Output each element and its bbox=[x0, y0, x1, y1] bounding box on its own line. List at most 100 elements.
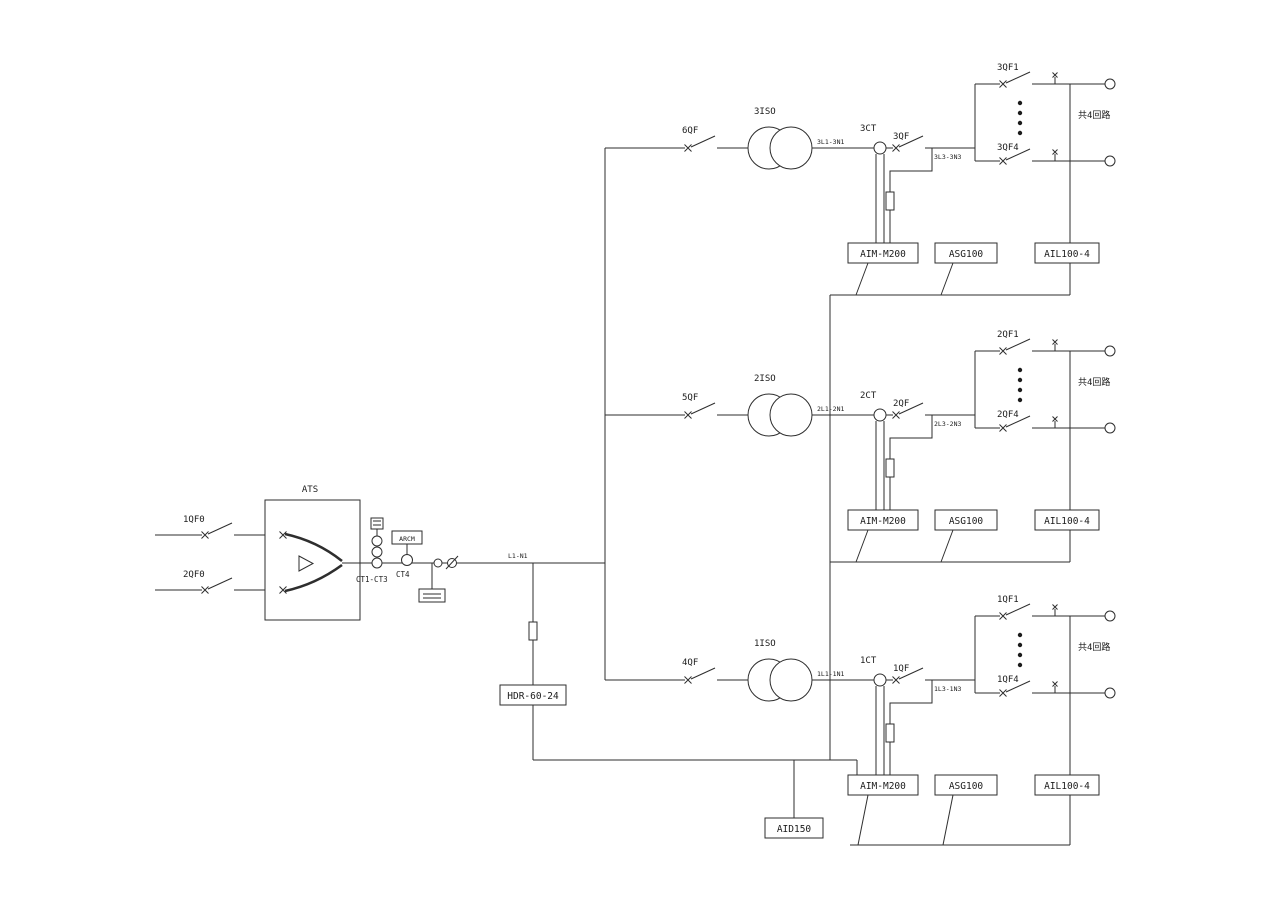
comm-wire bbox=[940, 262, 954, 296]
ellipsis-dot bbox=[1017, 632, 1023, 638]
outgoing-first-label: 3QF1 bbox=[997, 63, 1019, 73]
outgoing-breaker-icon bbox=[999, 338, 1031, 355]
outgoing-last-label: 2QF4 bbox=[997, 410, 1019, 420]
small-device-box bbox=[370, 517, 384, 530]
circuits-note: 共4回路 bbox=[1078, 109, 1110, 121]
ellipsis-dot bbox=[1017, 662, 1023, 668]
outgoing-last-label: 3QF4 bbox=[997, 143, 1019, 153]
monitor-boxes: AIM-M200 ASG100 AIL100-4 bbox=[847, 509, 1100, 531]
feeder-breaker-icon bbox=[684, 402, 716, 419]
line-out-label: 3L3-3N3 bbox=[934, 153, 961, 161]
comm-wire bbox=[942, 794, 954, 846]
current-transformer-icon bbox=[873, 141, 887, 155]
branch-2: 5QF 2ISO 2L1-2N1 2CT 2QF 2L3-2N3 2QF1 bbox=[605, 330, 1116, 563]
transformer-coil bbox=[769, 658, 813, 702]
psu-drop: HDR-60-24 bbox=[499, 563, 567, 760]
arcm-label: ARCM bbox=[399, 535, 415, 543]
ellipsis-dot bbox=[1017, 397, 1023, 403]
terminal-icon bbox=[1104, 78, 1116, 90]
feeder1-breaker-icon bbox=[201, 522, 233, 539]
outgoing-first-label: 1QF1 bbox=[997, 595, 1019, 605]
feeder-breaker-icon bbox=[684, 135, 716, 152]
comm-wire bbox=[855, 529, 869, 563]
circuit-sensor-icon bbox=[1052, 416, 1058, 429]
insulation-monitor-label: AIM-M200 bbox=[860, 516, 906, 527]
transformer-label: 3ISO bbox=[754, 107, 776, 117]
isolator-slash bbox=[445, 555, 459, 570]
ats-blade-lower bbox=[284, 563, 343, 593]
line-out-label: 2L3-2N3 bbox=[934, 420, 961, 428]
insulation-monitor-box bbox=[847, 509, 919, 531]
ats-contact-icon bbox=[279, 586, 287, 594]
fuse-icon bbox=[885, 723, 895, 743]
outgoing-panel: 2QF1 共4回路 2QF4 bbox=[974, 330, 1116, 510]
voltage-tap-wire bbox=[889, 148, 933, 243]
feeder-breaker-label: 4QF bbox=[682, 658, 698, 668]
branch-1: 4QF 1ISO 1L1-1N1 1CT 1QF 1L3-1N3 1QF1 bbox=[605, 595, 1116, 846]
ats-blade-upper bbox=[284, 532, 343, 563]
branch-breaker-label: 3QF bbox=[893, 132, 909, 142]
voltage-tap-wire bbox=[889, 680, 933, 775]
feeder2-label: 2QF0 bbox=[183, 570, 205, 580]
signal-generator-label: ASG100 bbox=[949, 781, 984, 792]
isolation-transformer-icon bbox=[747, 126, 813, 170]
outgoing-last-label: 1QF4 bbox=[997, 675, 1019, 685]
fuse-icon bbox=[885, 458, 895, 478]
isolation-transformer-icon bbox=[747, 393, 813, 437]
insulation-monitor-box bbox=[847, 774, 919, 796]
transformer-coil bbox=[769, 393, 813, 437]
inline-device-icon bbox=[433, 558, 443, 568]
ellipsis-dot bbox=[1017, 110, 1023, 116]
signal-generator-box bbox=[934, 242, 998, 264]
line-out-label: 1L3-1N3 bbox=[934, 685, 961, 693]
ats-label: ATS bbox=[302, 485, 318, 495]
signal-generator-label: ASG100 bbox=[949, 249, 984, 260]
monitor-boxes: AIM-M200 ASG100 AIL100-4 bbox=[847, 774, 1100, 796]
feeder1-label: 1QF0 bbox=[183, 515, 205, 525]
comm-wire bbox=[855, 262, 869, 296]
circuit-sensor-icon bbox=[1052, 339, 1058, 352]
comm-wiring bbox=[830, 529, 1071, 563]
terminal-icon bbox=[1104, 345, 1116, 357]
feeder2-breaker-icon bbox=[201, 577, 233, 594]
ats-box bbox=[264, 499, 361, 621]
terminal-icon bbox=[1104, 155, 1116, 167]
current-transformer-icon bbox=[873, 408, 887, 422]
ats-unit: ATS bbox=[264, 485, 361, 621]
ellipsis-dot bbox=[1017, 642, 1023, 648]
transformer-coil bbox=[769, 126, 813, 170]
module-box bbox=[418, 588, 446, 603]
line-in-label: 3L1-3N1 bbox=[817, 138, 844, 146]
branch-breaker-label: 1QF bbox=[893, 664, 909, 674]
ellipsis-dot bbox=[1017, 130, 1023, 136]
isolation-transformer-icon bbox=[747, 658, 813, 702]
ellipsis-dot bbox=[1017, 100, 1023, 106]
ct-icon bbox=[371, 535, 383, 547]
current-transformer-icon bbox=[873, 673, 887, 687]
circuit-sensor-icon bbox=[1052, 681, 1058, 694]
fault-locator-box bbox=[1034, 509, 1100, 531]
ct-label: 3CT bbox=[860, 124, 877, 134]
signal-generator-box bbox=[934, 774, 998, 796]
aid-label: AID150 bbox=[777, 824, 812, 835]
terminal-icon bbox=[1104, 610, 1116, 622]
ellipsis-dot bbox=[1017, 377, 1023, 383]
fuse-icon bbox=[528, 621, 538, 641]
psu-label: HDR-60-24 bbox=[507, 691, 559, 702]
outgoing-breaker-icon bbox=[999, 71, 1031, 88]
feeder-breaker-label: 6QF bbox=[682, 126, 698, 136]
comm-wire bbox=[857, 794, 869, 846]
ct-group-label: CT1-CT3 bbox=[356, 575, 388, 584]
aid-unit: AID150 bbox=[764, 817, 824, 839]
comm-wiring bbox=[830, 262, 1071, 296]
feeder-breaker-label: 5QF bbox=[682, 393, 698, 403]
ct4-label: CT4 bbox=[396, 570, 410, 579]
fault-locator-box bbox=[1034, 774, 1100, 796]
small-device-glyph bbox=[373, 520, 381, 526]
branch-3: 6QF 3ISO 3L1-3N1 3CT 3QF 3L3-3N3 3QF1 bbox=[605, 63, 1116, 296]
comm-wiring bbox=[850, 794, 1071, 846]
signal-generator-box bbox=[934, 509, 998, 531]
ats-contact-icon bbox=[279, 531, 287, 539]
signal-generator-label: ASG100 bbox=[949, 516, 984, 527]
